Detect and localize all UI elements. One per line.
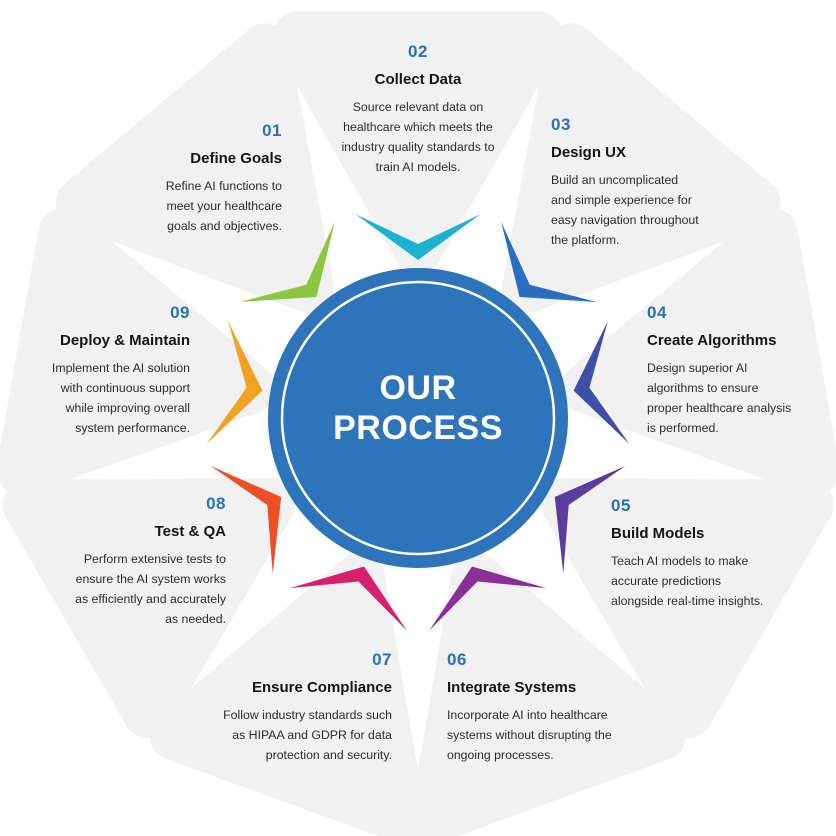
step-05: 05 Build Models Teach AI models to make … [611, 496, 771, 611]
petal-shape [502, 23, 781, 313]
step-03: 03 Design UX Build an uncomplicated and … [551, 115, 701, 250]
step-number: 01 [262, 121, 282, 140]
chevrons [206, 214, 630, 631]
step-06: 06 Integrate Systems Incorporate AI into… [447, 650, 623, 765]
step-title: Ensure Compliance [251, 679, 392, 696]
petal-shape [149, 552, 426, 836]
center-ring [280, 280, 556, 556]
step-04: 04 Create Algorithms Design superior AI … [647, 303, 797, 438]
petal-shape [2, 478, 296, 738]
step-number: 06 [447, 650, 467, 669]
chevron-arrow-icon [289, 566, 407, 631]
step-number: 02 [408, 42, 428, 61]
step-08: 08 Test & QA Perform extensive tests to … [72, 494, 226, 629]
step-description: Refine AI functions to meet your healthc… [165, 179, 282, 233]
chevron-arrow-icon [210, 465, 282, 574]
step-description: Source relevant data on healthcare which… [341, 100, 495, 174]
step-title: Deploy & Maintain [59, 332, 190, 349]
center-title-line2: PROCESS [333, 409, 503, 447]
chevron-arrow-icon [239, 221, 335, 302]
step-number: 05 [611, 496, 631, 515]
step-title: Define Goals [190, 150, 282, 167]
step-01: 01 Define Goals Refine AI functions to m… [140, 121, 282, 236]
petal-shape [0, 208, 276, 496]
step-title: Build Models [611, 525, 705, 542]
step-number: 09 [170, 303, 190, 322]
petal-shape [55, 23, 334, 313]
step-title: Test & QA [154, 523, 226, 540]
step-title: Create Algorithms [647, 332, 777, 349]
step-02: 02 Collect Data Source relevant data on … [340, 42, 496, 177]
center-title: OUR PROCESS [294, 368, 542, 448]
step-description: Build an uncomplicated and simple experi… [551, 173, 699, 247]
step-title: Integrate Systems [447, 679, 577, 696]
petals [0, 11, 836, 836]
chevron-arrow-icon [206, 321, 263, 444]
chevron-arrow-icon [554, 465, 626, 574]
step-number: 08 [206, 494, 226, 513]
step-description: Teach AI models to make accurate predict… [611, 554, 764, 608]
step-description: Perform extensive tests to ensure the AI… [75, 552, 226, 626]
chevron-arrow-icon [501, 221, 597, 302]
petal-shape [560, 208, 836, 496]
step-number: 07 [372, 650, 392, 669]
chevron-arrow-icon [429, 566, 547, 631]
step-description: Design superior AI algorithms to ensure … [647, 361, 792, 435]
petal-shape [410, 552, 687, 836]
step-title: Design UX [551, 144, 627, 161]
chevron-arrow-icon [355, 214, 481, 260]
petal-shape [540, 478, 834, 738]
step-description: Implement the AI solution with continuou… [51, 361, 190, 435]
petal-shape [272, 11, 564, 273]
step-description: Incorporate AI into healthcare systems w… [447, 708, 612, 762]
chevron-arrow-icon [573, 321, 630, 444]
step-number: 03 [551, 115, 571, 134]
step-title: Collect Data [374, 71, 462, 88]
step-09: 09 Deploy & Maintain Implement the AI so… [30, 303, 190, 438]
center-circle [268, 268, 568, 568]
step-description: Follow industry standards such as HIPAA … [223, 708, 392, 762]
step-number: 04 [647, 303, 667, 322]
center-title-line1: OUR [379, 369, 457, 407]
step-07: 07 Ensure Compliance Follow industry sta… [222, 650, 392, 765]
